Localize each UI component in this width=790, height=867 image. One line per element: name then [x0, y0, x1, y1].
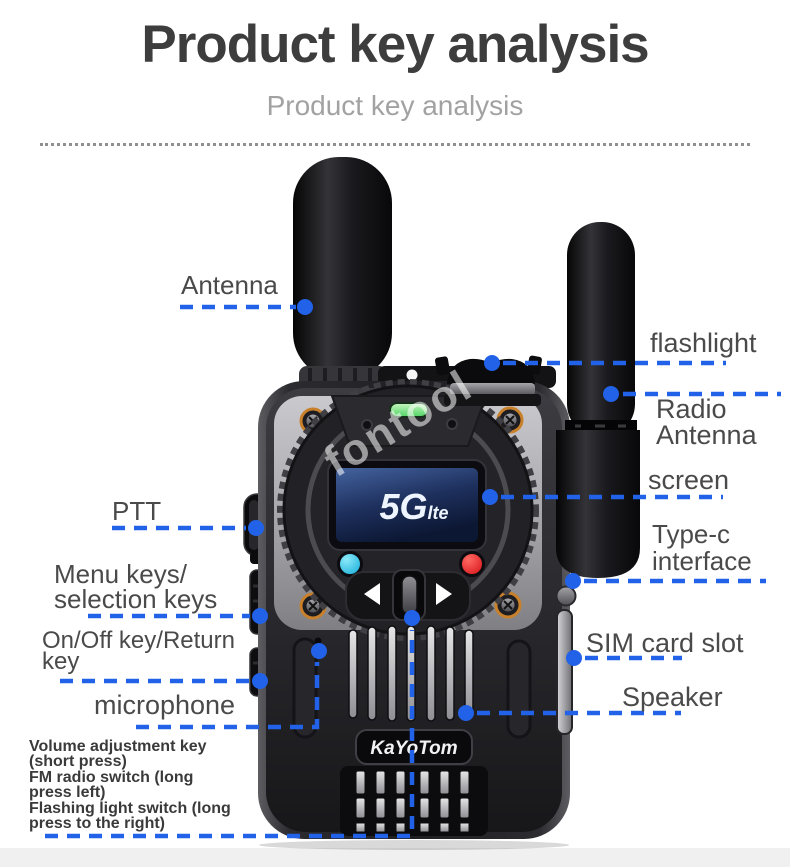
- microphone-label: microphone: [94, 690, 236, 720]
- antenna-dot: [297, 299, 313, 315]
- speaker-dot: [458, 705, 474, 721]
- menu-dot: [252, 608, 268, 624]
- screen-dot: [482, 489, 498, 505]
- microphone-dot: [311, 643, 327, 659]
- radio-antenna: [556, 222, 640, 578]
- screen-text-5g: 5G: [379, 486, 427, 527]
- screen-label: screen: [648, 465, 730, 495]
- volume-joystick: [345, 569, 471, 621]
- microphone-callout-line: [136, 662, 320, 730]
- onoff-dot: [252, 673, 268, 689]
- device-screen: 5Glte: [327, 459, 487, 551]
- red-button: [459, 551, 485, 577]
- ptt-dot: [248, 520, 264, 536]
- sim-card-slot-part: [556, 609, 573, 735]
- background-strip: [0, 848, 790, 867]
- on-off-key-label: On/Off key/Return key: [42, 627, 235, 675]
- volume-dot: [404, 610, 420, 626]
- arrow-left-icon: [364, 583, 380, 605]
- svg-text:5Glte: 5Glte: [379, 486, 448, 527]
- menu-keys-label: Menu keys/ selection keys: [54, 559, 218, 614]
- antenna-label: Antenna: [181, 270, 278, 300]
- status-led: [389, 402, 429, 418]
- type-c-label: Type-c interface: [652, 519, 752, 576]
- arrow-right-icon: [436, 583, 452, 605]
- page-title: Product key analysis: [141, 15, 649, 74]
- cyan-button: [337, 551, 363, 577]
- device-shadow: [259, 840, 569, 850]
- volume-key-label: Volume adjustment key (short press) FM r…: [29, 738, 231, 833]
- sim-dot: [566, 650, 582, 666]
- microphone-hole: [314, 637, 322, 645]
- walkie-talkie-device: 5Glte: [243, 157, 640, 850]
- speaker-label: Speaker: [622, 682, 723, 712]
- typec-dot: [565, 573, 581, 589]
- ptt-label: PTT: [112, 496, 162, 526]
- main-antenna: [293, 157, 392, 400]
- screen-text-lte: lte: [428, 503, 449, 523]
- top-bar-hole: [406, 369, 418, 381]
- flashlight-dot: [484, 355, 500, 371]
- flashlight-label: flashlight: [650, 328, 757, 358]
- radio-antenna-dot: [603, 386, 619, 402]
- led-panel: [330, 395, 488, 447]
- radio-antenna-label: Radio Antenna: [656, 394, 757, 450]
- speaker-grille: [348, 625, 474, 722]
- page-subtitle: Product key analysis: [266, 90, 524, 121]
- dotted-separator: [40, 143, 750, 146]
- callout-dots: [248, 299, 619, 721]
- brand-text: KaYoTom: [370, 738, 457, 759]
- right-rail-slot: [506, 639, 532, 739]
- callout-lines: [45, 304, 781, 839]
- volume-callout-line: [45, 630, 415, 839]
- type-c-port: [555, 585, 577, 607]
- sim-card-label: SIM card slot: [586, 628, 744, 658]
